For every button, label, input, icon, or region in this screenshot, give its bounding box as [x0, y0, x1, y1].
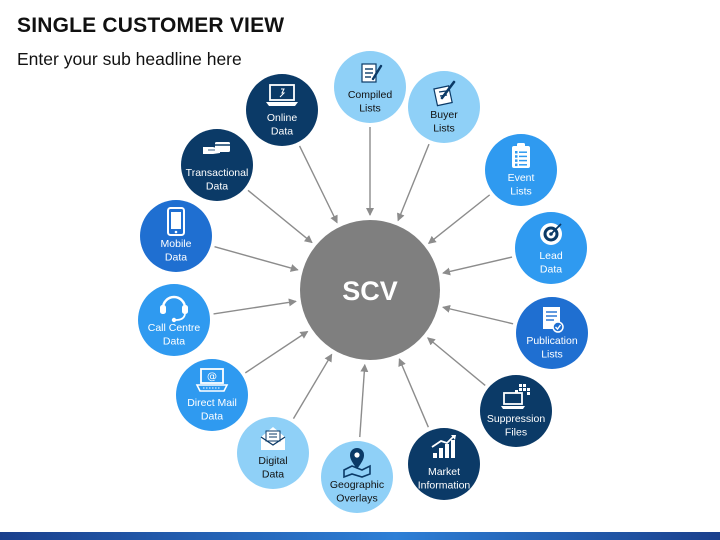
certificate-icon — [543, 307, 564, 333]
arrow-direct-mail-data — [244, 330, 309, 374]
node-label-event-lists: Lists — [510, 186, 532, 198]
node-label-suppression-files: Suppression — [487, 413, 546, 425]
node-label-digital-data: Data — [262, 469, 284, 481]
arrow-market-information — [398, 358, 429, 428]
node-label-buyer-lists: Lists — [433, 123, 455, 135]
node-label-lead-data: Lead — [539, 250, 563, 262]
node-label-online-data: Data — [271, 126, 293, 138]
email-laptop-icon: @ — [195, 368, 229, 392]
node-label-compiled-lists: Lists — [359, 103, 381, 115]
node-label-suppression-files: Files — [505, 427, 527, 439]
target-icon — [540, 223, 562, 245]
node-label-buyer-lists: Buyer — [430, 109, 458, 121]
node-label-compiled-lists: Compiled — [348, 89, 393, 101]
form-pen-icon — [361, 63, 383, 83]
arrow-geographic-overlays — [359, 363, 369, 438]
node-label-lead-data: Data — [540, 264, 562, 276]
node-circle-suppression-files — [480, 375, 552, 447]
arrow-lead-data — [442, 256, 513, 276]
node-label-publication-lists: Publication — [526, 335, 578, 347]
node-circle-compiled-lists — [334, 51, 406, 123]
node-label-geographic-overlays: Geographic — [330, 479, 384, 491]
node-circle-geographic-overlays — [321, 441, 393, 513]
arrow-buyer-lists — [397, 143, 430, 222]
node-circle-publication-lists — [516, 297, 588, 369]
node-label-call-centre-data: Data — [163, 336, 185, 348]
clipboard-icon — [512, 143, 530, 168]
bottom-accent-bar — [0, 532, 720, 540]
node-label-mobile-data: Mobile — [161, 238, 192, 250]
arrow-transactional-data — [247, 189, 313, 244]
node-label-mobile-data: Data — [165, 252, 187, 264]
node-label-transactional-data: Transactional — [186, 167, 249, 179]
center-circle — [300, 220, 440, 360]
node-label-online-data: Online — [267, 112, 298, 124]
laptop-icon — [266, 84, 298, 106]
node-label-market-information: Information — [418, 480, 471, 492]
node-label-event-lists: Event — [508, 172, 535, 184]
node-circle-event-lists — [485, 134, 557, 206]
bar-chart-icon — [431, 435, 456, 458]
svg-text:@: @ — [207, 372, 217, 383]
arrow-publication-lists — [442, 304, 514, 325]
page-subtitle: Enter your sub headline here — [17, 49, 242, 69]
pixel-laptop-icon — [501, 384, 530, 409]
arrow-mobile-data — [214, 246, 299, 272]
headset-icon — [160, 295, 188, 323]
arrow-suppression-files — [426, 337, 486, 387]
arrow-call-centre-data — [213, 298, 297, 315]
page-title: SINGLE CUSTOMER VIEW — [17, 14, 285, 37]
node-circle-online-data — [246, 74, 318, 146]
node-circle-lead-data — [515, 212, 587, 284]
node-circle-digital-data — [237, 417, 309, 489]
arrow-digital-data — [292, 353, 333, 419]
arrow-event-lists — [427, 194, 491, 244]
node-label-direct-mail-data: Direct Mail — [187, 397, 237, 409]
node-circle-transactional-data — [181, 129, 253, 201]
node-label-call-centre-data: Call Centre — [148, 322, 201, 334]
node-label-digital-data: Digital — [258, 455, 287, 467]
node-circle-buyer-lists — [408, 71, 480, 143]
node-label-geographic-overlays: Overlays — [336, 493, 377, 505]
node-label-market-information: Market — [428, 466, 460, 478]
card-hand-icon — [203, 142, 230, 154]
nodes-layer: CompiledListsBuyerListsEventListsLeadDat… — [138, 51, 588, 513]
map-pin-icon — [343, 448, 371, 479]
smartphone-icon — [167, 207, 185, 236]
center-label: SCV — [342, 276, 398, 306]
node-label-publication-lists: Lists — [541, 349, 563, 361]
arrow-online-data — [298, 145, 338, 224]
node-label-transactional-data: Data — [206, 181, 228, 193]
node-label-direct-mail-data: Data — [201, 411, 223, 423]
node-circle-market-information — [408, 428, 480, 500]
scv-center-node: SCV — [300, 220, 440, 360]
envelope-icon — [260, 427, 286, 450]
node-circle-direct-mail-data — [176, 359, 248, 431]
signing-document-icon — [433, 80, 456, 107]
arrows-layer — [213, 127, 514, 438]
